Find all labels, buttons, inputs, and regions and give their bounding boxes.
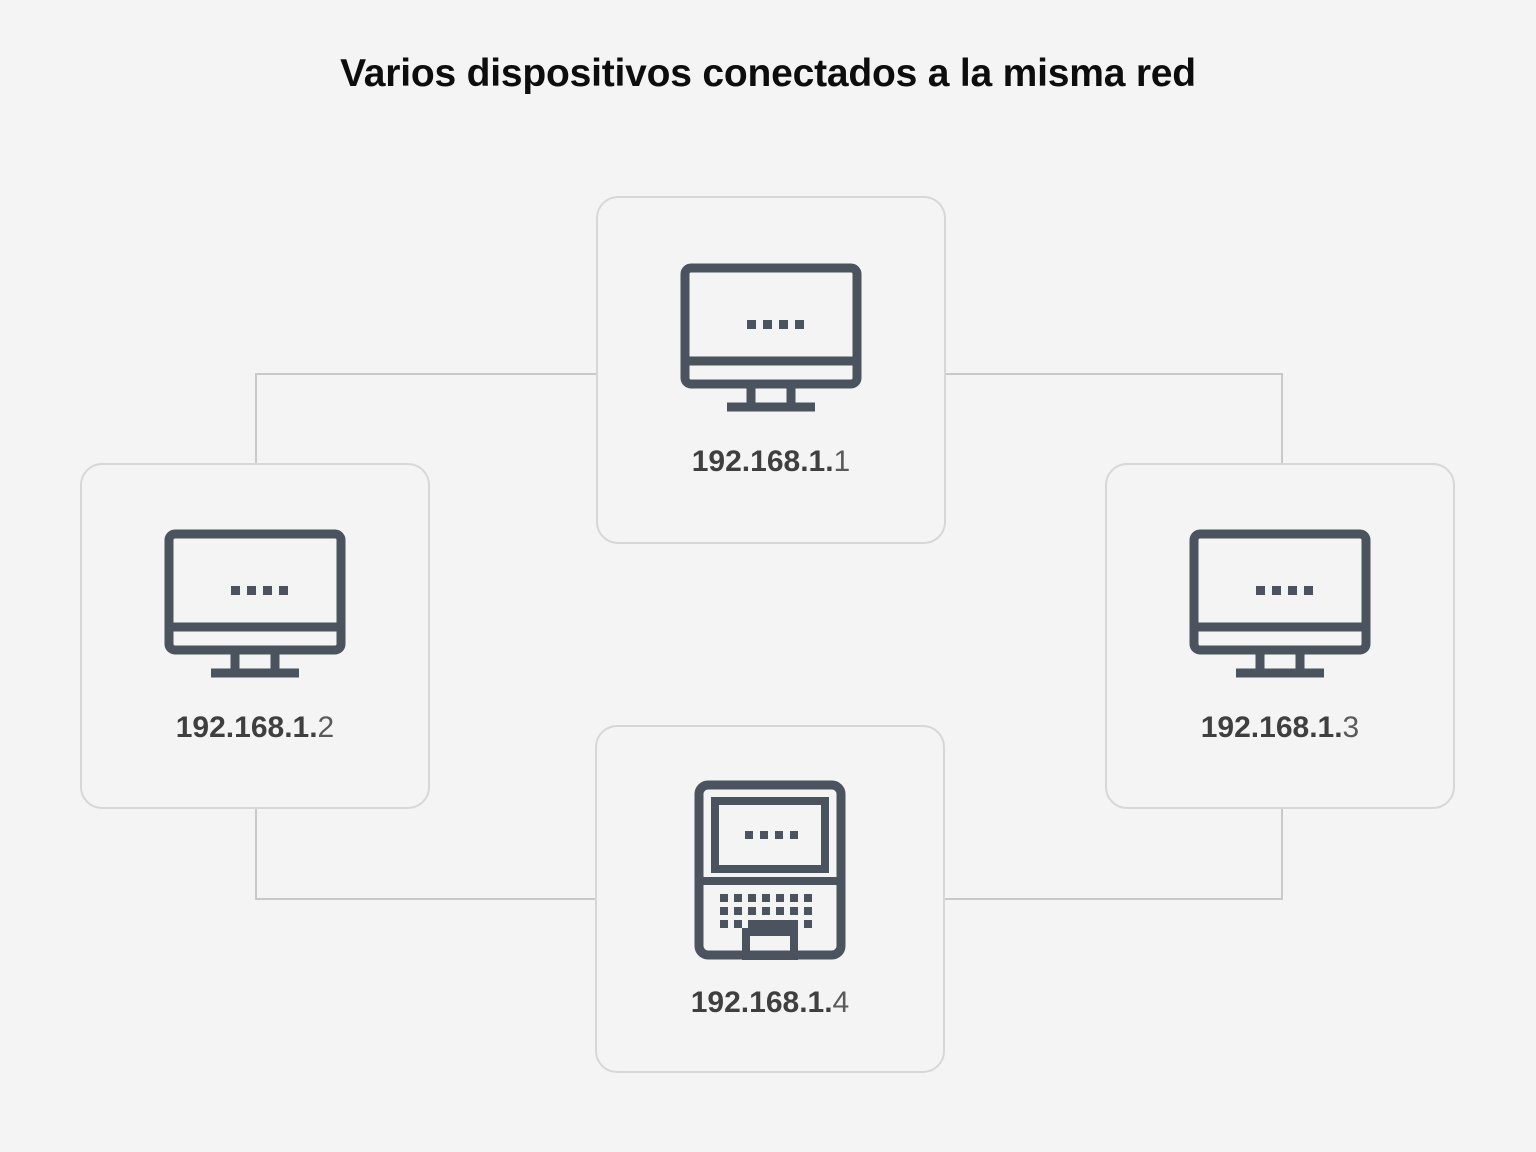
ip-host-octet: 1 (833, 445, 851, 478)
ip-prefix: 192.168.1. (1200, 711, 1343, 744)
ip-prefix: 192.168.1. (691, 445, 834, 478)
ip-prefix: 192.168.1. (175, 711, 318, 744)
device-ip-label: 192.168.1.3 (1201, 713, 1359, 743)
device-card-bottom[interactable]: 192.168.1.4 (595, 725, 945, 1073)
desktop-monitor-icon (680, 263, 862, 413)
ip-host-octet: 3 (1342, 711, 1360, 744)
device-card-left[interactable]: 192.168.1.2 (80, 463, 430, 809)
laptop-icon (694, 780, 846, 960)
device-ip-label: 192.168.1.2 (176, 713, 334, 743)
ip-host-octet: 2 (317, 711, 335, 744)
device-card-top[interactable]: 192.168.1.1 (596, 196, 946, 544)
device-ip-label: 192.168.1.4 (691, 988, 849, 1018)
desktop-monitor-icon (164, 529, 346, 679)
page-title: Varios dispositivos conectados a la mism… (340, 52, 1196, 95)
desktop-monitor-icon (1189, 529, 1371, 679)
device-ip-label: 192.168.1.1 (692, 447, 850, 477)
device-card-right[interactable]: 192.168.1.3 (1105, 463, 1455, 809)
ip-prefix: 192.168.1. (690, 986, 833, 1019)
ip-host-octet: 4 (832, 986, 850, 1019)
